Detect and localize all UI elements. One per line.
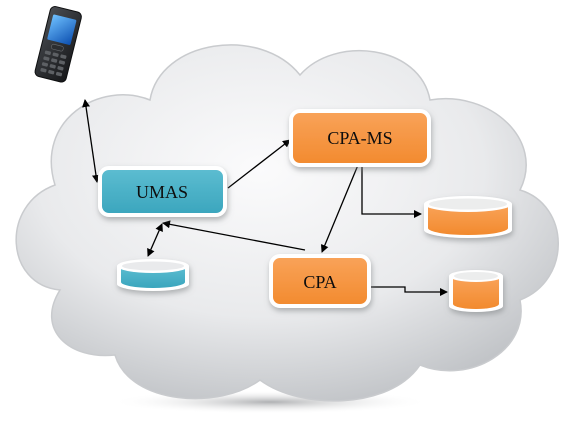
- cpa-label: CPA: [303, 272, 336, 292]
- arrow-umas-cpams: [227, 139, 291, 189]
- arrow-cpa-storage: [370, 286, 448, 296]
- cpa-ms-node[interactable]: CPA-MS: [289, 109, 431, 167]
- mobile-phone-icon: [34, 6, 82, 83]
- arrow-cpams-cpa: [320, 164, 359, 253]
- database-cylinder-icon: [449, 270, 503, 312]
- arrow-cpams-storage: [361, 165, 422, 218]
- database-cylinder-icon: [424, 196, 512, 238]
- cpa-node[interactable]: CPA: [269, 254, 371, 308]
- arrow-phone-umas: [82, 99, 100, 183]
- connectors: [82, 99, 448, 296]
- database-cylinder-icon: [117, 259, 189, 291]
- arrow-umas-storage: [147, 223, 163, 257]
- cpa-ms-label: CPA-MS: [327, 128, 392, 148]
- umas-label: UMAS: [136, 182, 188, 202]
- umas-node[interactable]: UMAS: [98, 166, 227, 217]
- arrow-cpa-umas: [162, 220, 306, 251]
